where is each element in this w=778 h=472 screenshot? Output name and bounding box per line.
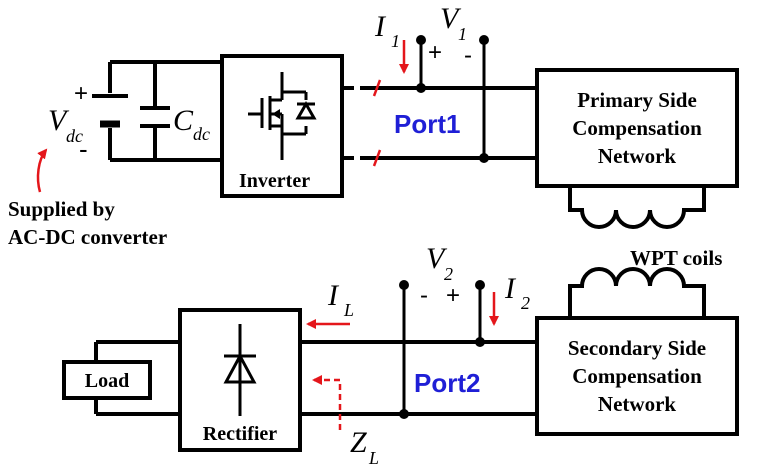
v1-minus: - <box>464 42 472 69</box>
v2-terminal-plus <box>475 280 485 290</box>
port2-node-top <box>475 337 485 347</box>
zl-arrow <box>312 375 342 430</box>
zl-label: Z <box>350 426 367 459</box>
load-label: Load <box>85 370 129 392</box>
supply-arrow <box>36 148 48 193</box>
il-subscript: L <box>343 300 354 320</box>
port1-cut-mark-top <box>372 79 382 97</box>
diode-icon <box>223 324 257 416</box>
vdc-label: V <box>48 104 70 137</box>
v2-terminal-minus <box>399 280 409 290</box>
vdc-minus: - <box>79 134 88 164</box>
i1-subscript: 1 <box>391 31 400 51</box>
secondary-title-line3: Network <box>598 392 676 416</box>
wpt-coils-label: WPT coils <box>630 246 722 270</box>
port1-cut-mark-bottom <box>372 149 382 167</box>
inverter-box <box>220 54 344 198</box>
v1-subscript: 1 <box>458 24 467 44</box>
port2-label: Port2 <box>414 368 480 398</box>
v1-label: V <box>440 2 462 35</box>
v1-terminal-minus <box>479 35 489 45</box>
port1-node-top <box>416 83 426 93</box>
port1-label: Port1 <box>394 109 460 139</box>
il-label: I <box>327 279 340 312</box>
primary-title-line3: Network <box>598 144 676 168</box>
v2-label: V <box>426 242 448 275</box>
v2-subscript: 2 <box>444 264 453 284</box>
i2-subscript: 2 <box>521 293 530 313</box>
mosfet-icon <box>248 72 317 160</box>
vdc-subscript: dc <box>66 126 83 146</box>
secondary-title-line1: Secondary Side <box>568 336 706 360</box>
vdc-plus: + <box>74 80 88 107</box>
primary-coil-icon <box>568 186 706 229</box>
i2-label: I <box>504 272 517 305</box>
port2-node-bottom <box>399 409 409 419</box>
primary-title-line1: Primary Side <box>577 88 697 112</box>
load-box <box>62 360 152 400</box>
primary-compensation-box <box>535 68 739 188</box>
rectifier-label: Rectifier <box>203 423 278 445</box>
primary-title-line2: Compensation <box>572 116 702 140</box>
rectifier-box <box>178 308 302 452</box>
secondary-compensation-box <box>535 316 739 436</box>
i1-label: I <box>374 10 387 43</box>
dc-source-group <box>92 60 222 162</box>
v2-plus: + <box>446 282 460 309</box>
inverter-label: Inverter <box>239 170 310 192</box>
secondary-title-line2: Compensation <box>572 364 702 388</box>
v1-terminal-plus <box>416 35 426 45</box>
supplied-by-line2: AC-DC converter <box>8 225 167 249</box>
secondary-coil-icon <box>568 267 706 318</box>
supplied-by-line1: Supplied by <box>8 197 115 221</box>
port1-node-bottom <box>479 153 489 163</box>
v1-plus: + <box>428 39 442 66</box>
zl-subscript: L <box>368 448 379 468</box>
cdc-label: C <box>173 104 194 137</box>
v2-minus: - <box>420 282 428 309</box>
cdc-subscript: dc <box>193 124 210 144</box>
